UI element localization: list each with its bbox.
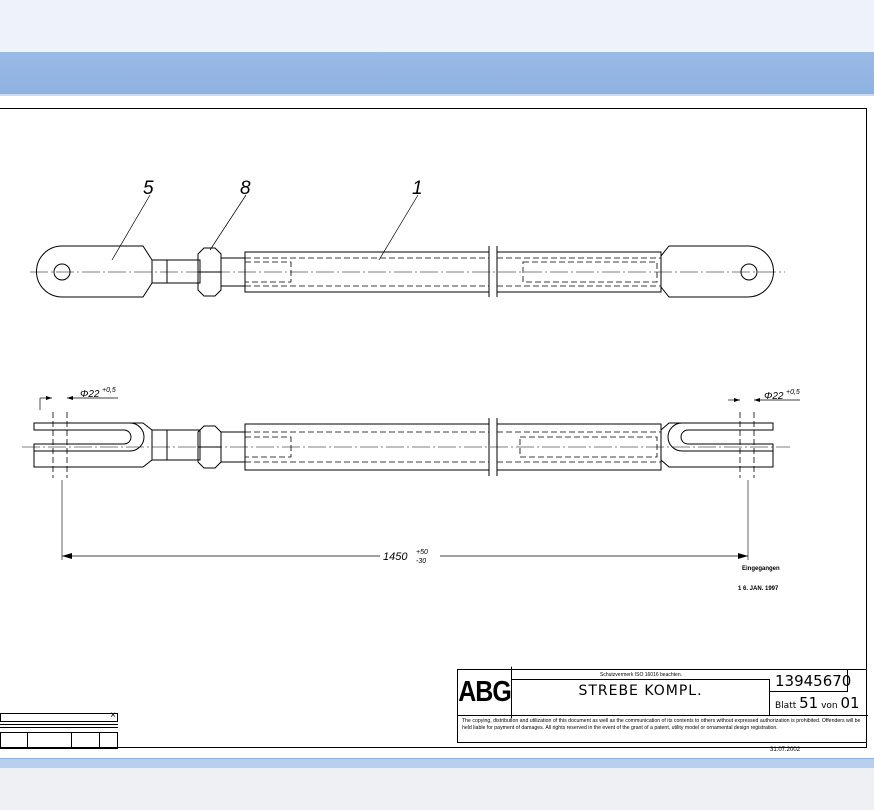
floating-panel[interactable]: × bbox=[0, 710, 118, 751]
bore-tol-right: +0,5 bbox=[786, 389, 800, 396]
top-toolbar-area bbox=[0, 0, 874, 52]
callout-1: 1 bbox=[412, 178, 423, 199]
side-view bbox=[22, 397, 800, 560]
title-block: ABG Schutzvermerk ISO 16016 beachten. ST… bbox=[457, 666, 868, 744]
copyright-notice: The copying, distribution and utilizatio… bbox=[458, 715, 868, 744]
panel-cell[interactable] bbox=[1, 733, 28, 748]
sheet-total: 01 bbox=[840, 694, 860, 712]
panel-cell[interactable] bbox=[72, 733, 100, 748]
footer-bar bbox=[0, 758, 874, 769]
callout-8: 8 bbox=[240, 178, 251, 199]
bore-dim-right: Φ22 bbox=[764, 391, 784, 402]
of-label: von bbox=[821, 701, 838, 711]
close-icon[interactable]: × bbox=[110, 710, 116, 721]
panel-header[interactable]: × bbox=[0, 710, 118, 722]
callout-5: 5 bbox=[143, 178, 154, 199]
length-tol-upper: +50 bbox=[416, 549, 428, 556]
protection-note: Schutzvermerk ISO 16016 beachten. bbox=[512, 670, 770, 680]
header-bar bbox=[0, 52, 874, 96]
status-area bbox=[0, 768, 874, 810]
bore-dim-left: Φ22 bbox=[80, 389, 100, 400]
panel-cell[interactable] bbox=[28, 733, 72, 748]
length-dim: 1450 bbox=[383, 551, 408, 563]
date-stamp: 1 6. JAN. 1997 bbox=[738, 586, 779, 592]
top-view bbox=[30, 194, 785, 298]
sheet-label: Blatt bbox=[775, 701, 797, 711]
length-tol-lower: -30 bbox=[416, 558, 426, 565]
company-logo: ABG bbox=[458, 666, 512, 719]
bore-tol-left: +0,5 bbox=[102, 387, 116, 394]
drawing-title: STREBE KOMPL. bbox=[512, 680, 770, 715]
document-number: 13945670 bbox=[770, 670, 851, 692]
panel-row bbox=[0, 732, 118, 749]
received-stamp: Eingegangen bbox=[742, 566, 780, 572]
sheet-info: Blatt 51 von 01 bbox=[770, 692, 868, 715]
document-viewer[interactable] bbox=[0, 96, 874, 758]
sheet-number: 51 bbox=[799, 694, 819, 712]
panel-divider bbox=[0, 724, 118, 728]
drawing-sheet-border bbox=[0, 108, 867, 748]
release-date: 31.07.2002 bbox=[770, 747, 801, 753]
